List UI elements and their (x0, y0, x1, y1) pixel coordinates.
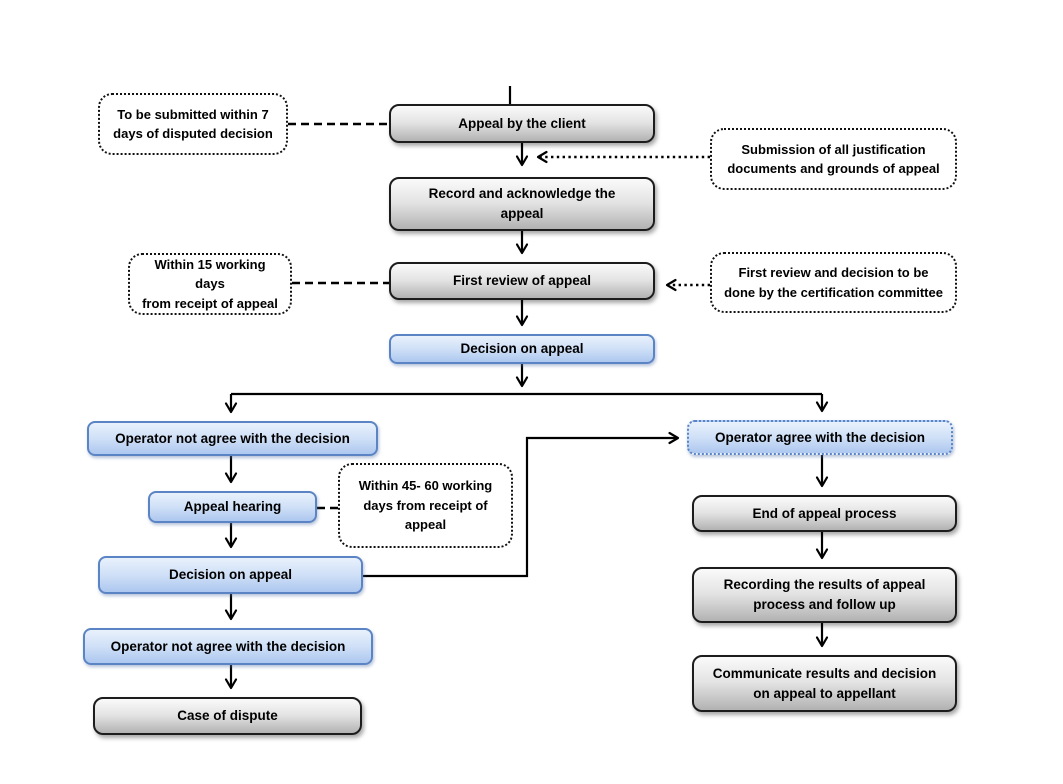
node-appeal-hearing: Appeal hearing (148, 491, 317, 523)
arrow-decision2-to-agree-elbow (363, 431, 680, 578)
node-operator-not-agree-2: Operator not agree with the decision (83, 628, 373, 665)
node-case-of-dispute: Case of dispute (93, 697, 362, 735)
node-operator-agree: Operator agree with the decision (687, 420, 953, 455)
note-submit-within-7-days: To be submitted within 7 days of dispute… (98, 93, 288, 155)
note-submission-documents: Submission of all justification document… (710, 128, 957, 190)
node-end-of-appeal-process: End of appeal process (692, 495, 957, 532)
node-decision-on-appeal-2: Decision on appeal (98, 556, 363, 594)
note-within-15-working-days: Within 15 working days from receipt of a… (128, 253, 292, 315)
node-appeal-by-client: Appeal by the client (389, 104, 655, 143)
node-recording-results: Recording the results of appeal process … (692, 567, 957, 623)
note-within-45-60-days: Within 45- 60 working days from receipt … (338, 463, 513, 548)
node-operator-not-agree-1: Operator not agree with the decision (87, 421, 378, 456)
node-communicate-results: Communicate results and decision on appe… (692, 655, 957, 712)
node-first-review-of-appeal: First review of appeal (389, 262, 655, 300)
node-record-acknowledge-appeal: Record and acknowledge the appeal (389, 177, 655, 231)
note-certification-committee: First review and decision to be done by … (710, 252, 957, 313)
node-decision-on-appeal-1: Decision on appeal (389, 334, 655, 364)
